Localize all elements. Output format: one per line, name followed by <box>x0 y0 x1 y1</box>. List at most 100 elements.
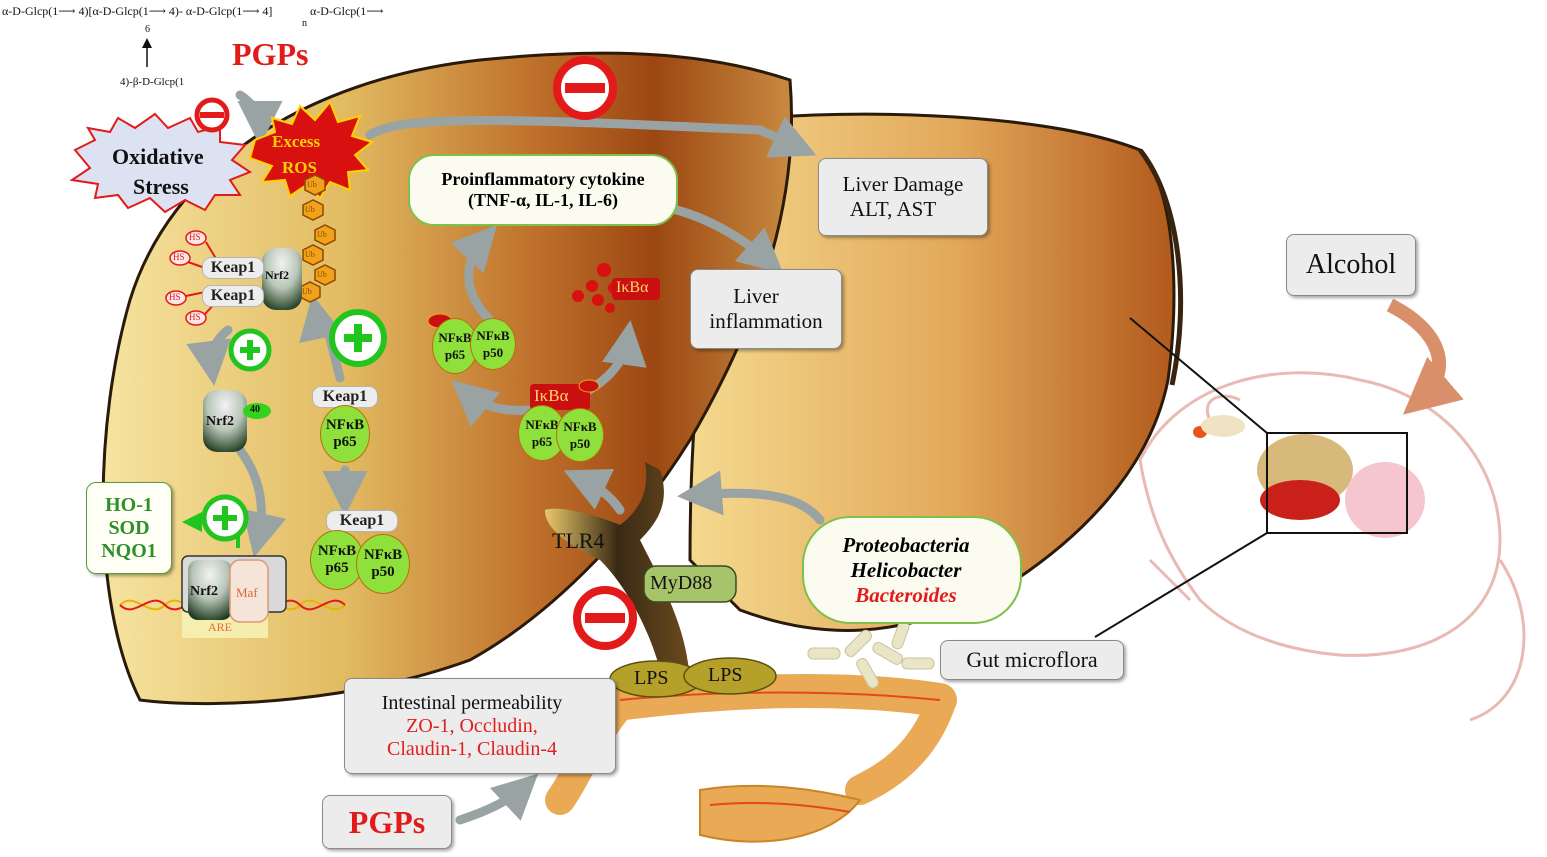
promote-sign-are <box>201 494 249 542</box>
pgps-label-bottom: PGPs <box>348 803 426 840</box>
nfkb-p50-bound: NFκB p50 <box>556 408 604 462</box>
proteobacteria-label: Proteobacteria <box>842 532 970 557</box>
helicobacter-label: Helicobacter <box>850 557 962 582</box>
promote-sign-nrf2 <box>228 328 272 372</box>
ho1-label: HO-1 <box>105 493 153 516</box>
polysaccharide-structure-line1: α-D-Glcp(1⟶ 4)[α-D-Glcp(1⟶ 4)- α-D-Glcp(… <box>2 4 273 18</box>
hs-label-3: HS <box>169 292 181 302</box>
ub-label-4: Ub <box>305 250 315 259</box>
inhibit-sign-ros <box>194 97 230 133</box>
nfkb-label: NFκB <box>563 419 597 434</box>
zoom-line-bottom <box>1094 532 1268 638</box>
mouse-outline <box>1138 371 1526 722</box>
intestinal-permeability-box: Intestinal permeability ZO-1, Occludin, … <box>344 678 616 774</box>
lps-right-label: LPS <box>708 664 743 686</box>
liver-inflammation-line2: inflammation <box>709 309 823 333</box>
nrf2-nucleus-block <box>188 560 232 620</box>
hs-groups <box>165 230 207 326</box>
p40-label: 40 <box>250 404 260 415</box>
mouse-kidney <box>1260 480 1340 520</box>
p50-label: p50 <box>482 345 504 360</box>
tlr4-receptor <box>545 462 690 690</box>
excess-ros-burst <box>248 100 375 200</box>
tight-junction-line1: ZO-1, Occludin, <box>406 714 538 737</box>
nfkb-label: NFκB <box>317 543 357 559</box>
pgps-label-bottom-box: PGPs <box>322 795 452 849</box>
promote-sign-nfkb <box>329 309 387 367</box>
ikba-fragments <box>572 263 620 313</box>
polysaccharide-structure-line2: 4)-β-D-Glcp(1 <box>120 76 185 88</box>
mouse-ear <box>1201 415 1245 437</box>
maf-block <box>229 559 269 623</box>
myd88-label: MyD88 <box>650 572 713 594</box>
gut-bacteria-box: Proteobacteria Helicobacter Bacteroides <box>802 516 1022 624</box>
alcohol-arrow <box>1386 298 1464 415</box>
oxidative-stress-label-line1: Oxidative <box>112 144 204 169</box>
polysaccharide-branch-number: 6 <box>145 24 150 35</box>
ubiquitin-chain <box>299 174 336 303</box>
nrf2-free-label: Nrf2 <box>206 414 234 429</box>
gut-microflora-box: Gut microflora <box>940 640 1124 680</box>
nfkb-label: NFκB <box>476 328 510 343</box>
nfkb-label: NFκB <box>363 547 403 563</box>
p50-label: p50 <box>569 436 591 451</box>
nfkb-label: NFκB <box>325 417 365 433</box>
polysaccharide-structure-end: α-D-Glcp(1⟶ <box>310 4 384 18</box>
p65-label: p65 <box>325 560 349 576</box>
keap1-nfkb: Keap1 <box>312 386 378 408</box>
liver-inflammation-box: Liver inflammation <box>690 269 842 349</box>
bacteroides-label: Bacteroides <box>855 582 957 607</box>
nfkb-label: NFκB <box>525 417 559 432</box>
p50-label: p50 <box>371 564 395 580</box>
ub-label-2: Ub <box>305 205 315 214</box>
zoom-line-top <box>1129 317 1268 434</box>
keap1-nfkb-dimer: Keap1 <box>326 510 398 532</box>
tight-junction-line2: Claudin-1, Claudin-4 <box>387 737 557 760</box>
intestinal-permeability-label: Intestinal permeability <box>381 691 563 714</box>
liver-inflammation-line1: Liver <box>733 284 779 308</box>
p65-label: p65 <box>444 347 466 362</box>
excess-ros-label-line2: ROS <box>282 158 317 177</box>
proinflammatory-cytokine-box: Proinflammatory cytokine (TNF-α, IL-1, I… <box>408 154 678 226</box>
nrf2-are-label: Nrf2 <box>190 584 218 599</box>
cytokine-title: Proinflammatory cytokine <box>441 169 645 189</box>
nrf2-bound <box>262 248 302 310</box>
ub-label-3: Ub <box>317 230 327 239</box>
cytokine-list: (TNF-α, IL-1, IL-6) <box>467 190 619 210</box>
intestine <box>545 673 957 843</box>
p65-label: p65 <box>333 434 357 450</box>
excess-ros-label-line1: Excess <box>272 132 321 151</box>
liver-damage-label: Liver Damage <box>842 172 964 196</box>
hs-label-4: HS <box>189 312 201 322</box>
sod-label: SOD <box>108 516 150 539</box>
are-label: ARE <box>208 620 232 634</box>
polysaccharide-structure-subscript: n <box>302 18 307 29</box>
gut-microflora-label: Gut microflora <box>966 647 1098 672</box>
alcohol-box: Alcohol <box>1286 234 1416 296</box>
ikba-bound-label: IκBα <box>534 386 569 405</box>
keap1-upper: Keap1 <box>202 257 264 279</box>
nfkb-p65-bound: NFκB p65 <box>518 405 566 461</box>
alcohol-label: Alcohol <box>1305 249 1397 280</box>
ub-label-1: Ub <box>307 180 317 189</box>
nqo1-label: NQO1 <box>101 539 157 562</box>
lps-right <box>683 657 777 695</box>
lps-left-label: LPS <box>634 667 669 689</box>
antioxidant-enzymes-box: HO-1 SOD NQO1 <box>86 482 172 574</box>
liver-damage-box: Liver Damage ALT, AST <box>818 158 988 236</box>
keap1-lower: Keap1 <box>202 285 264 307</box>
oxidative-stress-label-line2: Stress <box>133 174 189 199</box>
nfkb-p65-dimer: NFκB p65 <box>310 530 364 590</box>
maf-label: Maf <box>236 585 258 600</box>
tlr4-label: TLR4 <box>552 528 605 553</box>
nrf2-free <box>203 390 247 452</box>
bacteria-rods <box>807 621 935 689</box>
hs-label-1: HS <box>189 232 201 242</box>
ikba-free-block <box>612 278 660 300</box>
ikba-block <box>530 384 590 410</box>
pgps-label-top: PGPs <box>232 36 309 72</box>
liver-damage-markers: ALT, AST <box>849 197 937 221</box>
ikba-free-label: IκBα <box>616 279 649 296</box>
p65-label: p65 <box>531 434 553 449</box>
